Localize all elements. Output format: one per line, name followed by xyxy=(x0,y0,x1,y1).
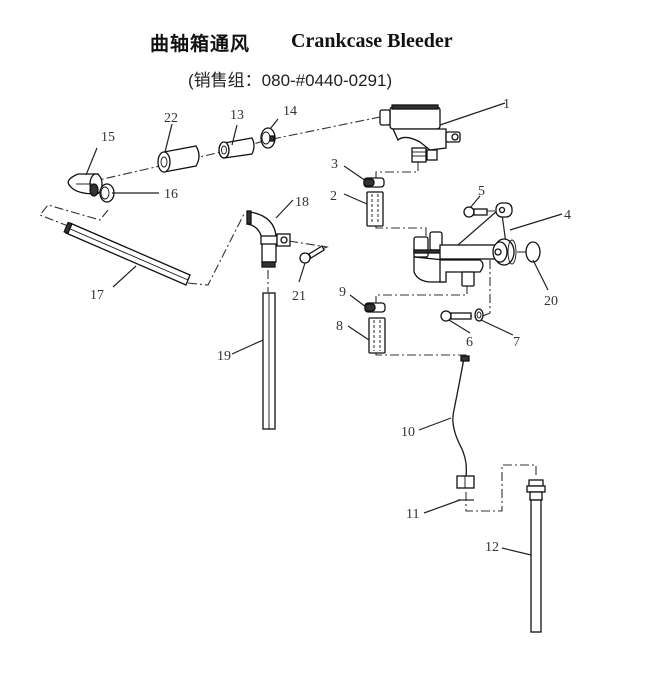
part-15-elbow-cap xyxy=(67,173,103,197)
part-19-tube xyxy=(262,292,276,430)
callout-12: 12 xyxy=(485,540,499,555)
part-6-bolt xyxy=(440,310,472,322)
leader-21 xyxy=(298,262,306,283)
part-21-bolt xyxy=(299,245,325,264)
part-4-bracket-pipe xyxy=(413,202,517,287)
callout-17: 17 xyxy=(90,288,104,303)
callout-16: 16 xyxy=(164,187,178,202)
callout-19: 19 xyxy=(217,349,231,364)
callout-22: 22 xyxy=(164,111,178,126)
part-5-bolt xyxy=(463,206,488,218)
part-7-washer xyxy=(474,308,484,322)
axis-11-12 xyxy=(465,464,537,512)
callout-15: 15 xyxy=(101,130,115,145)
leader-1 xyxy=(439,102,506,126)
part-8-hose xyxy=(368,317,386,354)
axis-1-3 xyxy=(375,162,419,180)
axis-4-7 xyxy=(477,260,491,319)
leader-9 xyxy=(349,294,367,308)
leader-13 xyxy=(231,124,238,146)
callout-3: 3 xyxy=(331,157,338,172)
part-13-hose xyxy=(218,137,255,159)
leader-12 xyxy=(501,547,532,556)
callout-6: 6 xyxy=(466,335,473,350)
axis-15-17-loop xyxy=(39,204,109,227)
callout-10: 10 xyxy=(401,425,415,440)
callout-13: 13 xyxy=(230,108,244,123)
leader-19 xyxy=(231,339,264,355)
part-17-tube xyxy=(63,221,191,286)
callout-14: 14 xyxy=(283,104,297,119)
leader-7 xyxy=(480,319,514,336)
callout-2: 2 xyxy=(330,189,337,204)
leader-6 xyxy=(448,319,471,334)
part-10-flexible-pipe xyxy=(452,355,475,489)
part-9-hose-clamp xyxy=(364,302,386,313)
callout-11: 11 xyxy=(406,507,419,522)
title-english: Crankcase Bleeder xyxy=(291,30,453,52)
callout-4: 4 xyxy=(564,208,571,223)
callout-18: 18 xyxy=(295,195,309,210)
leader-4 xyxy=(509,213,563,231)
title-chinese: 曲轴箱通风 xyxy=(150,33,251,55)
callout-labels: 1 2 3 4 5 6 7 8 9 10 11 12 13 14 15 16 1… xyxy=(90,97,571,555)
callout-leaders xyxy=(85,102,563,556)
axis-8-10 xyxy=(375,352,467,362)
part-22-hose xyxy=(157,145,200,173)
leader-2 xyxy=(343,193,368,205)
part-1-breather-valve xyxy=(379,104,461,163)
part-18-elbow-fitting xyxy=(246,210,291,268)
leader-3 xyxy=(343,165,367,182)
leader-22 xyxy=(164,123,173,153)
callout-21: 21 xyxy=(292,289,306,304)
callout-9: 9 xyxy=(339,285,346,300)
axis-4-9 xyxy=(375,285,468,305)
part-20-o-ring xyxy=(525,241,541,263)
sales-group-subtitle: (销售组：080-#0440-0291) xyxy=(188,71,393,90)
leader-11 xyxy=(423,499,461,514)
leader-8 xyxy=(347,325,370,341)
callout-5: 5 xyxy=(478,184,485,199)
axis-17-18 xyxy=(187,213,245,286)
part-3-hose-clamp xyxy=(363,177,385,188)
leader-14 xyxy=(269,118,279,130)
part-12-drain-tube xyxy=(526,479,546,633)
callout-20: 20 xyxy=(544,294,558,309)
axis-2-4 xyxy=(375,226,427,236)
leader-15 xyxy=(85,147,98,176)
part-16-hose-clamp xyxy=(99,183,115,203)
leader-18 xyxy=(275,199,294,219)
callout-7: 7 xyxy=(513,335,520,350)
leader-5 xyxy=(469,195,481,209)
leader-20 xyxy=(532,259,549,291)
part-14-hose-clamp xyxy=(260,127,276,149)
leader-17 xyxy=(112,265,137,288)
leader-10 xyxy=(418,417,452,431)
part-2-hose xyxy=(366,191,384,227)
callout-1: 1 xyxy=(503,97,510,112)
callout-8: 8 xyxy=(336,319,343,334)
